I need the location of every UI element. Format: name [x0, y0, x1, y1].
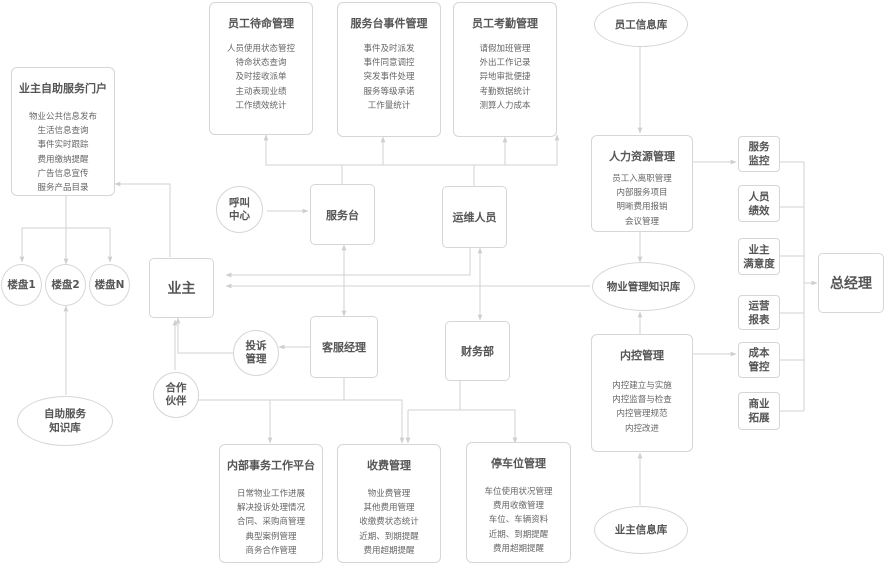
list-item: 近期、到期提醒: [359, 531, 419, 542]
list-item: 工作量统计: [367, 100, 411, 111]
list-item: 费用超期提醒: [363, 545, 415, 556]
box-title: 停车位管理: [491, 457, 546, 470]
list-item: 员工入离职管理: [612, 174, 672, 184]
portal-items: 物业公共信息发布 生活信息查询 事件实时跟踪 费用缴纳提醒 广告信息宣传 服务产…: [29, 110, 97, 195]
staff-standby-management: 员工待命管理 人员使用状态管控 待命状态查询 及时接收派单 主动表现业绩 工作绩…: [209, 2, 313, 135]
list-item: 内部服务项目: [616, 188, 668, 199]
box-items: 日常物业工作进展 解决投诉处理情况 合同、采购商管理 典型案例管理 商务合作管理: [237, 487, 305, 558]
list-item: 内控改进: [624, 423, 659, 434]
finance-department: 财务部: [445, 321, 510, 381]
box-items: 事件及时派发 事件同意调控 突发事件处理 服务等级承诺 工作量统计: [363, 42, 414, 113]
list-item: 内控管理规范: [616, 409, 668, 420]
list-item: 突发事件处理: [363, 72, 415, 83]
list-item: 广告信息宣传: [37, 168, 89, 179]
box-title: 内控管理: [620, 349, 664, 362]
list-item: 物业费管理: [367, 489, 411, 499]
staff-attendance-management: 员工考勤管理 请假加班管理 外出工作记录 异地审批便捷 考勤数据统计 测算人力成…: [453, 2, 557, 137]
list-item: 事件及时派发: [363, 44, 415, 54]
complaint-management: 投诉 管理: [233, 330, 279, 376]
list-item: 典型案例管理: [245, 531, 297, 542]
owner-node: 业主: [149, 258, 214, 318]
list-item: 费用超期提醒: [492, 543, 544, 554]
building-1: 楼盘1: [1, 264, 42, 306]
building-n: 楼盘N: [89, 264, 130, 306]
owner-info-database: 业主信息库: [594, 506, 688, 554]
service-desk: 服务台: [310, 184, 375, 245]
list-item: 外出工作记录: [479, 58, 531, 69]
list-item: 其他费用管理: [363, 503, 415, 514]
list-item: 内控监督与检查: [612, 395, 672, 406]
general-manager: 总经理: [818, 253, 884, 313]
list-item: 物业公共信息发布: [28, 112, 97, 122]
hr-management: 人力资源管理 员工入离职管理 内部服务项目 明晰费用报销 会议管理: [591, 135, 693, 232]
box-items: 物业费管理 其他费用管理 收缴费状态统计 近期、到期提醒 费用超期提醒: [359, 487, 419, 558]
list-item: 车位、车辆资料: [488, 515, 549, 526]
box-title: 员工考勤管理: [472, 17, 538, 30]
list-item: 解决投诉处理情况: [236, 503, 305, 514]
box-items: 请假加班管理 外出工作记录 异地审批便捷 考勤数据统计 测算人力成本: [479, 42, 530, 113]
staff-info-database: 员工信息库: [594, 2, 688, 47]
parking-management: 停车位管理 车位使用状况管理 费用收缴管理 车位、车辆资料 近期、到期提醒 费用…: [466, 442, 571, 563]
list-item: 服务产品目录: [37, 183, 89, 194]
list-item: 内控建立与实施: [612, 381, 672, 391]
list-item: 日常物业工作进展: [236, 489, 305, 499]
partner: 合作 伙伴: [153, 372, 199, 418]
property-knowledge-base: 物业管理知识库: [592, 262, 695, 311]
list-item: 生活信息查询: [37, 126, 89, 137]
box-title: 内部事务工作平台: [227, 459, 315, 472]
list-item: 会议管理: [624, 216, 659, 227]
list-item: 主动表现业绩: [235, 86, 287, 97]
box-items: 人员使用状态管控 待命状态查询 及时接收派单 主动表现业绩 工作绩效统计: [227, 42, 295, 113]
list-item: 车位使用状况管理: [484, 487, 553, 497]
list-item: 事件同意调控: [363, 58, 415, 69]
list-item: 费用收缴管理: [492, 501, 544, 512]
kpi-business-expansion: 商业 拓展: [738, 392, 780, 430]
kpi-staff-performance: 人员 绩效: [738, 185, 780, 222]
list-item: 异地审批便捷: [479, 72, 531, 83]
list-item: 请假加班管理: [479, 44, 531, 54]
box-title: 员工待命管理: [228, 17, 294, 30]
kpi-owner-satisfaction: 业主 满意度: [738, 238, 780, 275]
list-item: 人员使用状态管控: [226, 44, 295, 54]
customer-service-manager: 客服经理: [310, 316, 378, 378]
list-item: 工作绩效统计: [235, 100, 287, 111]
service-desk-event-management: 服务台事件管理 事件及时派发 事件同意调控 突发事件处理 服务等级承诺 工作量统…: [337, 2, 441, 137]
box-items: 车位使用状况管理 费用收缴管理 车位、车辆资料 近期、到期提醒 费用超期提醒: [484, 485, 552, 556]
box-items: 员工入离职管理 内部服务项目 明晰费用报销 会议管理: [612, 172, 672, 229]
owner-self-service-portal: 业主自助服务门户 物业公共信息发布 生活信息查询 事件实时跟踪 费用缴纳提醒 广…: [11, 67, 115, 196]
list-item: 明晰费用报销: [616, 202, 668, 213]
list-item: 考勤数据统计: [479, 86, 531, 97]
list-item: 服务等级承诺: [363, 86, 415, 97]
list-item: 费用缴纳提醒: [37, 154, 89, 165]
kpi-service-monitor: 服务 监控: [738, 136, 780, 172]
portal-title: 业主自助服务门户: [19, 82, 107, 95]
list-item: 事件实时跟踪: [37, 140, 89, 151]
internal-control-management: 内控管理 内控建立与实施 内控监督与检查 内控管理规范 内控改进: [591, 334, 693, 452]
kpi-cost-control: 成本 管控: [738, 342, 780, 378]
internal-affairs-platform: 内部事务工作平台 日常物业工作进展 解决投诉处理情况 合同、采购商管理 典型案例…: [219, 444, 323, 563]
operations-staff: 运维人员: [442, 186, 507, 248]
building-2: 楼盘2: [45, 264, 86, 306]
list-item: 合同、采购商管理: [236, 517, 305, 528]
box-title: 人力资源管理: [609, 150, 675, 163]
list-item: 收缴费状态统计: [359, 517, 419, 528]
list-item: 近期、到期提醒: [488, 529, 549, 540]
box-items: 内控建立与实施 内控监督与检查 内控管理规范 内控改进: [612, 379, 672, 436]
call-center: 呼叫 中心: [216, 186, 263, 233]
list-item: 及时接收派单: [235, 72, 287, 83]
kpi-operations-report: 运营 报表: [738, 295, 780, 330]
list-item: 测算人力成本: [479, 100, 531, 111]
list-item: 商务合作管理: [245, 545, 297, 556]
box-title: 服务台事件管理: [350, 17, 428, 30]
self-service-knowledge-base: 自助服务 知识库: [17, 396, 113, 446]
box-title: 收费管理: [367, 459, 411, 472]
list-item: 待命状态查询: [235, 58, 287, 69]
fee-management: 收费管理 物业费管理 其他费用管理 收缴费状态统计 近期、到期提醒 费用超期提醒: [337, 444, 441, 563]
